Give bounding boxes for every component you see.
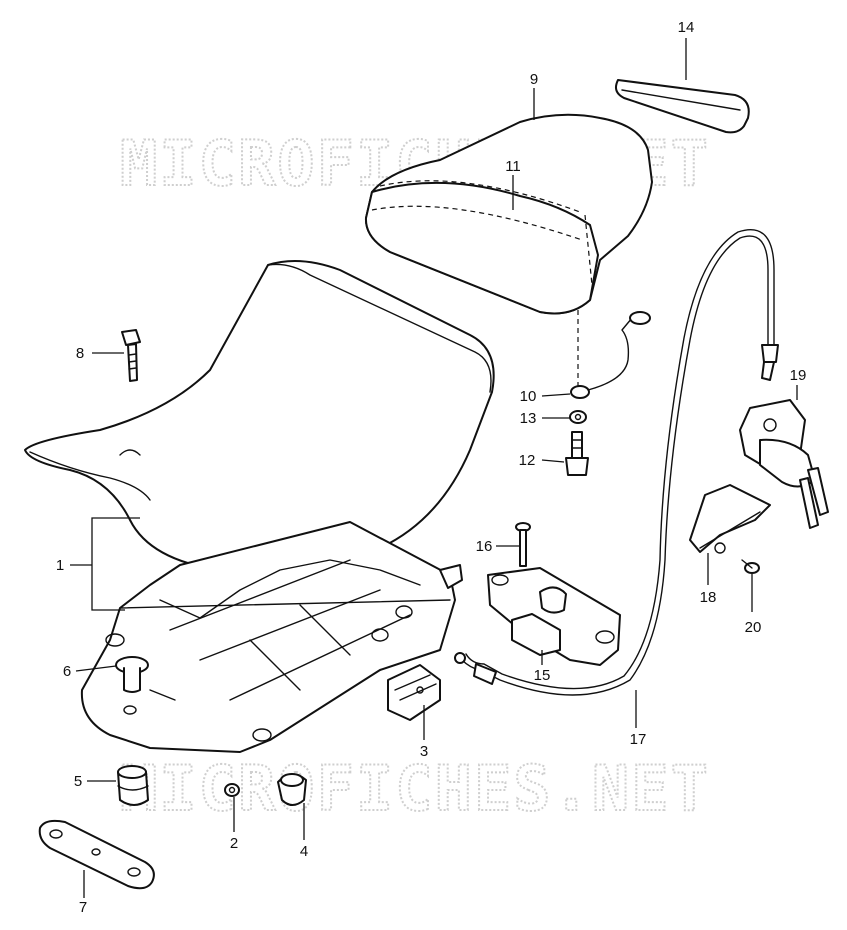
callout-16: 16 [476, 538, 493, 555]
leader-lines [70, 38, 798, 898]
callout-19: 19 [790, 367, 807, 384]
part-1-seat-cushion [24, 260, 495, 572]
callout-17: 17 [630, 731, 647, 748]
callout-18: 18 [700, 589, 717, 606]
callout-14: 14 [678, 19, 695, 36]
watermark-bottom: MICROFICHES.NET [120, 752, 710, 825]
part-20-screw [741, 559, 760, 574]
part-4-grommet [277, 773, 307, 806]
part-3-clamp [387, 664, 441, 721]
part-5-cushion [117, 765, 149, 806]
callout-5: 5 [74, 773, 82, 790]
callout-13: 13 [520, 410, 537, 427]
part-16-bolt [515, 522, 531, 567]
callout-3: 3 [420, 743, 428, 760]
callout-8: 8 [76, 345, 84, 362]
callout-6: 6 [63, 663, 71, 680]
callout-11: 11 [505, 158, 521, 175]
callout-9: 9 [530, 71, 538, 88]
callout-1: 1 [56, 557, 64, 574]
part-9-rear-seat [364, 113, 653, 315]
part-19-lock-key [739, 399, 829, 529]
part-15-lock-assembly [487, 567, 621, 666]
part-17-cable [454, 229, 779, 696]
part-1-seat-base [80, 521, 463, 753]
part-13-washer [569, 410, 587, 424]
callout-12: 12 [519, 452, 536, 469]
callout-20: 20 [745, 619, 762, 636]
part-12-bolt [565, 431, 589, 476]
part-6-damper [115, 656, 149, 693]
callout-numbers: 14 9 11 8 1 6 5 7 2 4 3 10 13 12 16 15 1… [56, 19, 807, 916]
part-2-nut [224, 783, 240, 797]
part-10-washer-wire [570, 311, 651, 399]
part-7-bracket [38, 819, 155, 890]
callout-7: 7 [79, 899, 87, 916]
callout-10: 10 [520, 388, 537, 405]
part-18-bracket [689, 484, 771, 554]
callout-4: 4 [300, 843, 308, 860]
part-14-pad [615, 79, 750, 134]
callout-15: 15 [534, 667, 551, 684]
callout-2: 2 [230, 835, 238, 852]
part-8-bolt [121, 329, 141, 382]
